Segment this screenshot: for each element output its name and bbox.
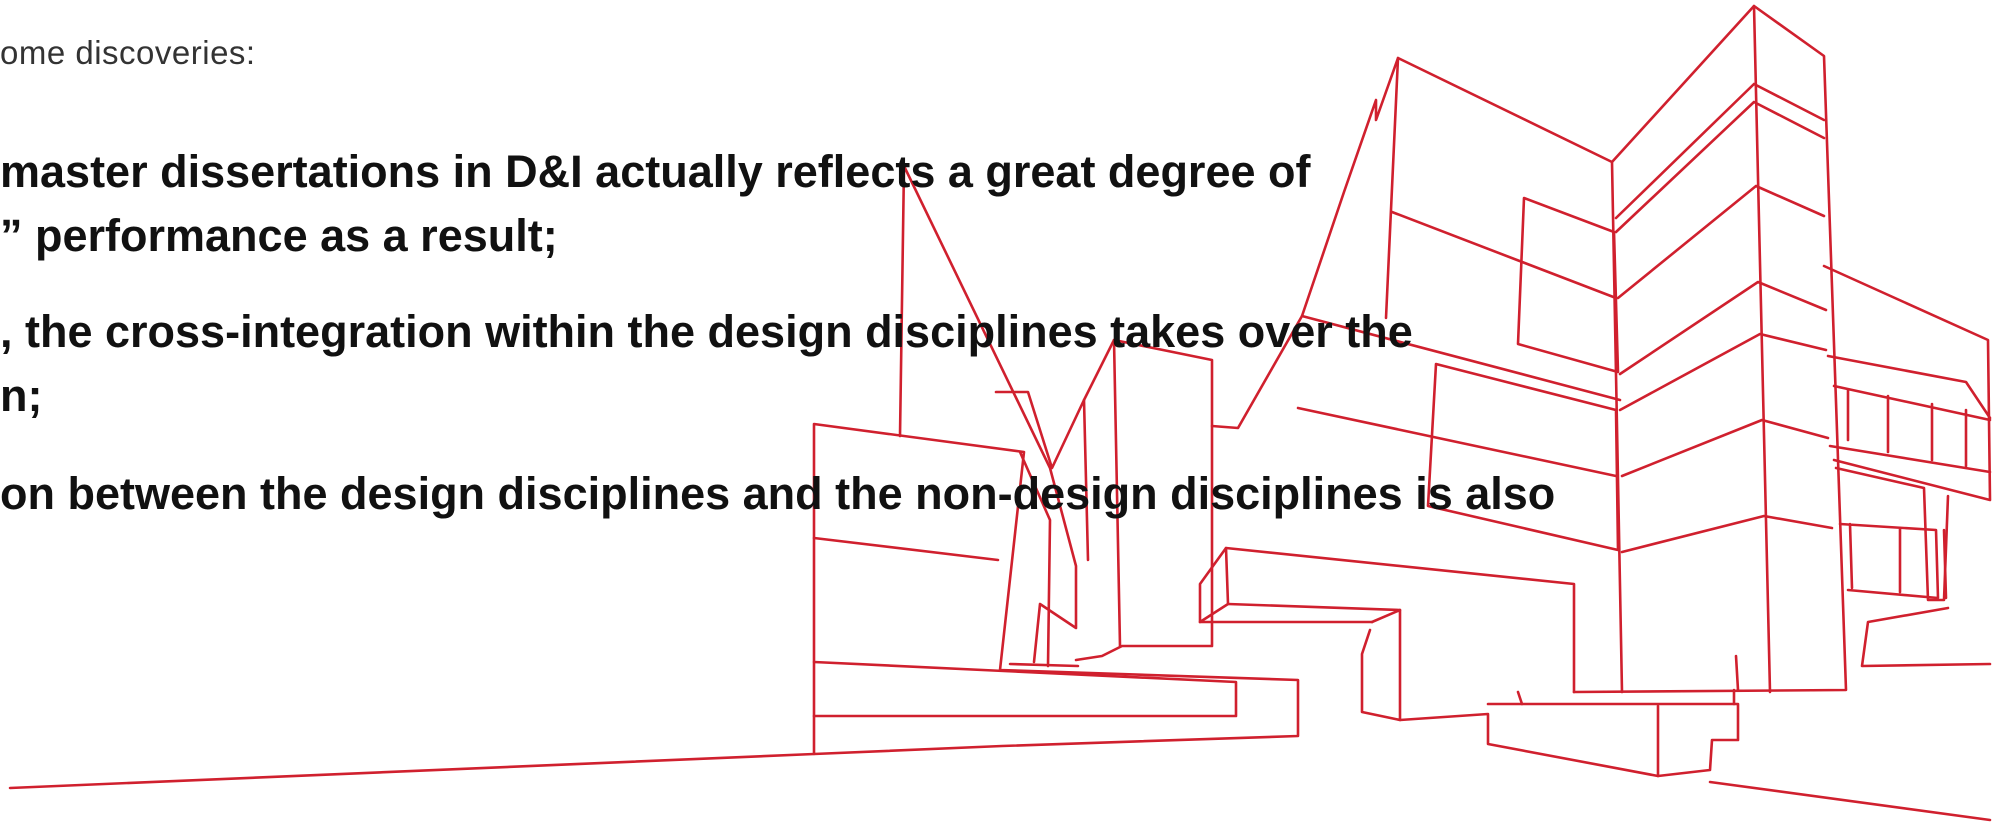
right-wing-base [1860, 606, 1992, 668]
plaza-wall-2 [1198, 546, 1576, 694]
central-window-2 [1516, 196, 1620, 374]
intro-text: ome discoveries: [0, 34, 256, 71]
left-block-band-3 [1008, 662, 1080, 668]
ground-line-right [1708, 780, 1992, 822]
bullet-item-3: on between the design disciplines and th… [0, 462, 1555, 526]
plaza-steps-2 [1516, 654, 1740, 778]
plaza-wall [1198, 546, 1230, 624]
right-wing-windows [1832, 384, 1992, 468]
bullet-item-2: , the cross-integration within the desig… [0, 300, 1413, 428]
bullet-2-line-1: , the cross-integration within the desig… [0, 306, 1413, 357]
central-wing [1210, 4, 1848, 694]
spike [898, 164, 1078, 664]
central-fins [1614, 82, 1834, 554]
bullet-1-line-1: master dissertations in D&I actually ref… [0, 146, 1311, 197]
spike-inner [994, 390, 1090, 668]
ground-line [8, 752, 816, 790]
bullet-1-line-2: ” performance as a result; [0, 210, 558, 261]
right-wing-lower [1838, 522, 1948, 600]
spike-edge [1112, 338, 1122, 648]
left-block-outline [812, 422, 1300, 756]
central-inner-window [1426, 362, 1620, 552]
central-column [1610, 4, 1772, 694]
plaza-ramp [1360, 608, 1402, 722]
central-wing-floors [1296, 56, 1622, 478]
bullet-item-1: master dissertations in D&I actually ref… [0, 140, 1310, 268]
bullet-2-line-2: n; [0, 370, 43, 421]
left-block-band [812, 536, 1000, 562]
plaza-steps [1398, 702, 1740, 778]
left-block-band-2 [812, 660, 1238, 718]
bullet-3-line-1: on between the design disciplines and th… [0, 468, 1556, 519]
